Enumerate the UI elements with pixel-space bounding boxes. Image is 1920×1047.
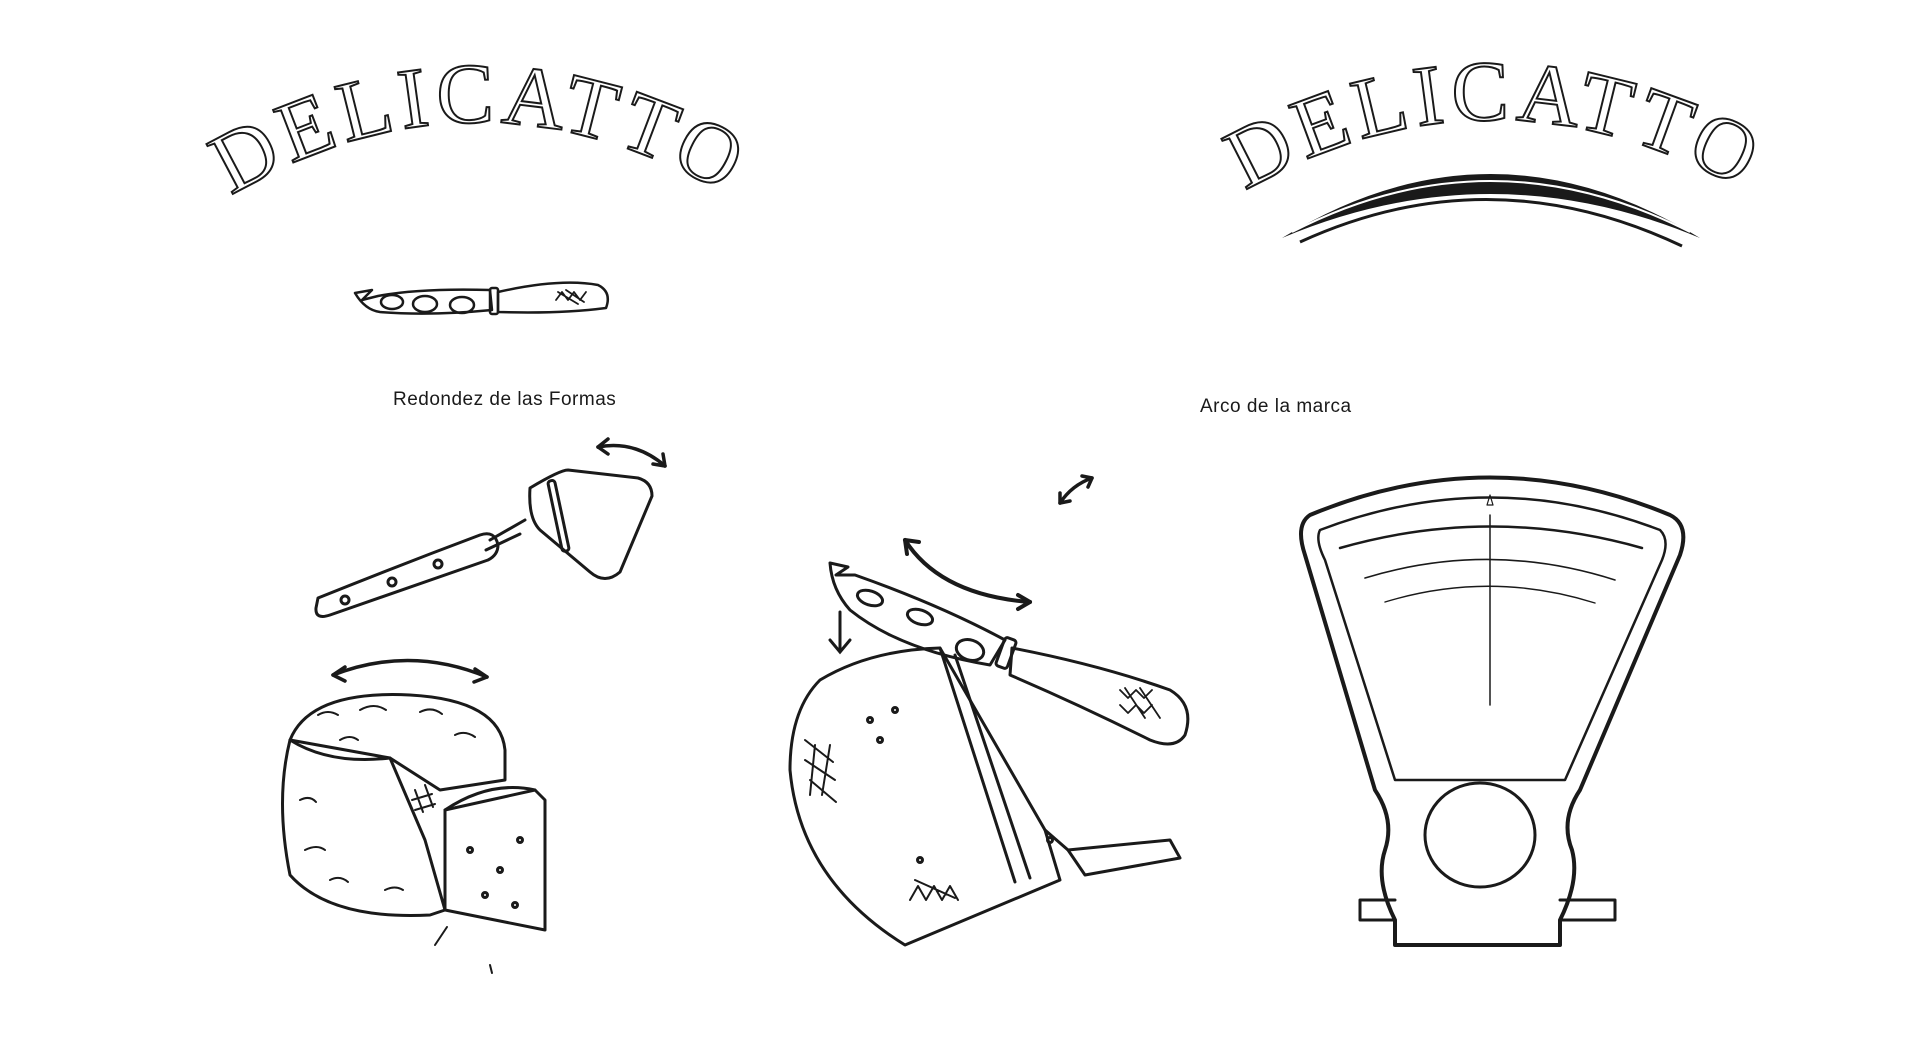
cheese-knife-icon (353, 281, 609, 316)
logo-right: DELICATTO (1209, 41, 1774, 248)
logo-left-text: DELICATTO (194, 44, 760, 213)
logo-arc-swoosh (1282, 174, 1700, 248)
double-arrow-icon (331, 658, 489, 684)
svg-text:DELICATTO: DELICATTO (195, 45, 765, 212)
logo-left: DELICATTO (194, 44, 765, 213)
caption-brand-arc: Arco de la marca (1200, 396, 1352, 417)
weighing-scale-icon (1299, 475, 1686, 947)
double-arrow-icon (1058, 474, 1094, 505)
knife-cutting-cheese-icon (788, 561, 1190, 947)
double-arrow-icon (903, 538, 1032, 611)
cheese-slicer-icon (314, 468, 654, 618)
down-arrow-icon (828, 610, 852, 655)
caption-roundness: Redondez de las Formas (393, 389, 617, 410)
double-arrow-icon (596, 437, 667, 468)
cheese-wheel-icon (281, 693, 547, 974)
